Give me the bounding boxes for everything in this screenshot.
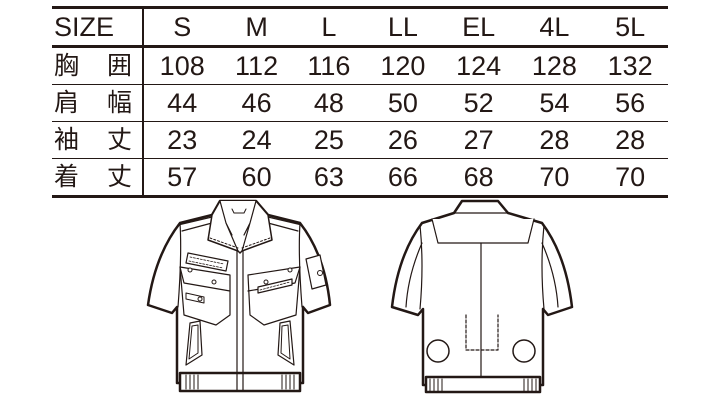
- size-header-row: SIZE S M L LL EL 4L 5L: [52, 6, 668, 48]
- label-char: 胸: [54, 51, 80, 80]
- cell: 63: [292, 158, 366, 198]
- cell: 132: [592, 46, 668, 85]
- cell: 120: [365, 46, 441, 85]
- row-length: 着丈 57 60 63 66 68 70 70: [52, 158, 668, 198]
- cell: 116: [292, 46, 366, 85]
- size-col-s: S: [143, 6, 221, 48]
- size-col-el: EL: [440, 6, 517, 48]
- jacket-back-illustration: [390, 199, 574, 394]
- cell: 60: [220, 158, 293, 198]
- cell: 28: [516, 121, 593, 159]
- label-char: 丈: [106, 162, 132, 191]
- cell: 50: [365, 84, 441, 122]
- label-char: 幅: [106, 88, 132, 117]
- size-chart-table: SIZE S M L LL EL 4L 5L 胸囲 108 112 116 12…: [52, 6, 668, 198]
- label-char: 袖: [54, 125, 80, 154]
- cell: 27: [440, 121, 517, 159]
- size-col-4l: 4L: [516, 6, 593, 48]
- row-chest: 胸囲 108 112 116 120 124 128 132: [52, 46, 668, 85]
- cell: 23: [143, 121, 221, 159]
- cell: 70: [592, 158, 668, 198]
- label-char: 肩: [54, 88, 80, 117]
- row-label-chest: 胸囲: [52, 46, 144, 85]
- cell: 57: [143, 158, 221, 198]
- label-char: 着: [54, 162, 80, 191]
- cell: 48: [292, 84, 366, 122]
- cell: 25: [292, 121, 366, 159]
- cell: 24: [220, 121, 293, 159]
- size-col-5l: 5L: [592, 6, 668, 48]
- cell: 128: [516, 46, 593, 85]
- size-col-l: L: [292, 6, 366, 48]
- label-char: 丈: [106, 125, 132, 154]
- label-char: 囲: [106, 51, 132, 80]
- cell: 112: [220, 46, 293, 85]
- size-header-label: SIZE: [52, 6, 144, 48]
- row-sleeve: 袖丈 23 24 25 26 27 28 28: [52, 121, 668, 159]
- cell: 54: [516, 84, 593, 122]
- cell: 52: [440, 84, 517, 122]
- cell: 108: [143, 46, 221, 85]
- row-label-sleeve: 袖丈: [52, 121, 144, 159]
- cell: 28: [592, 121, 668, 159]
- cell: 56: [592, 84, 668, 122]
- size-col-m: M: [220, 6, 293, 48]
- cell: 66: [365, 158, 441, 198]
- cell: 124: [440, 46, 517, 85]
- row-shoulder: 肩幅 44 46 48 50 52 54 56: [52, 84, 668, 122]
- size-col-ll: LL: [365, 6, 441, 48]
- row-label-shoulder: 肩幅: [52, 84, 144, 122]
- cell: 46: [220, 84, 293, 122]
- cell: 26: [365, 121, 441, 159]
- row-label-length: 着丈: [52, 158, 144, 198]
- cell: 70: [516, 158, 593, 198]
- jacket-front-illustration: [146, 199, 332, 393]
- cell: 44: [143, 84, 221, 122]
- cell: 68: [440, 158, 517, 198]
